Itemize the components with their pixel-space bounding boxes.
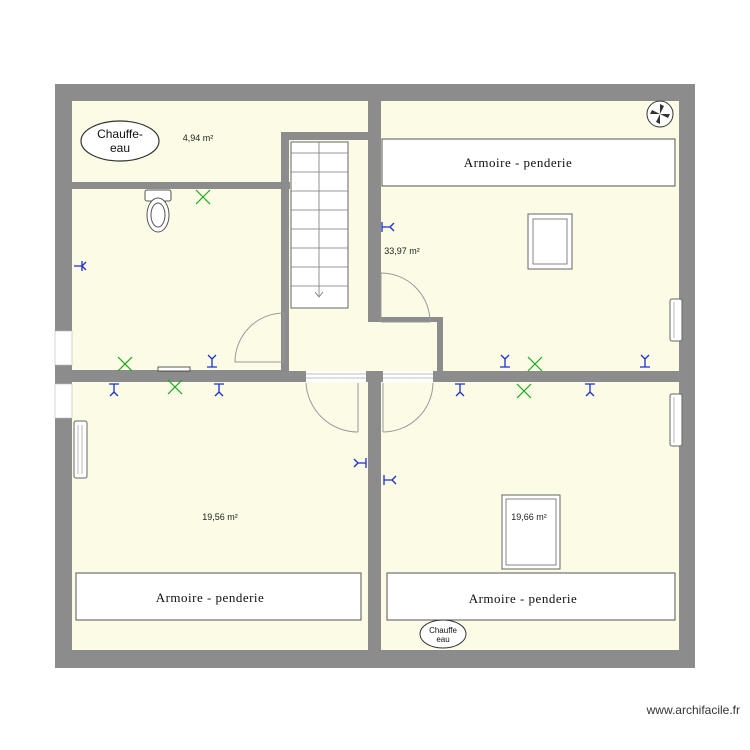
room-area-bottom-right: 19,66 m² (511, 512, 547, 522)
wall-center-upper (368, 84, 381, 322)
watermark: www.archifacile.fr (646, 703, 740, 717)
socket-10 (353, 458, 367, 468)
water-heater-small-line2: eau (436, 635, 449, 644)
ceiling-light-3 (167, 379, 183, 395)
room-floor-top-right-ext (443, 317, 679, 371)
socket-5 (381, 222, 395, 232)
window-left-lower (54, 383, 73, 419)
room-floor-wc (72, 189, 281, 370)
water-heater-small: Chauffe eau (419, 619, 467, 649)
room-floor-top-right (381, 101, 679, 317)
heater-bar (157, 366, 191, 372)
door-swing-top-right (380, 272, 431, 323)
wall-landing-top (368, 317, 443, 322)
radiator-right-lower (669, 393, 683, 447)
skylight-top-right (527, 213, 573, 270)
wardrobe-bottom-right (386, 572, 676, 621)
landing-floor (289, 322, 437, 371)
ceiling-light-5 (516, 383, 532, 399)
radiator-left-bottom (73, 420, 88, 479)
wall-stair-top (281, 132, 375, 140)
water-heater-label-line1: Chauffe- (97, 127, 143, 141)
room-area-top-left: 4,94 m² (183, 133, 214, 143)
ceiling-light-2 (117, 356, 133, 372)
wardrobe-top-right (381, 138, 676, 187)
wall-landing-right (437, 317, 443, 371)
ventilation-fan-icon (646, 100, 674, 128)
water-heater-label-line2: eau (110, 141, 130, 155)
door-opening-bottom-right (383, 371, 433, 382)
room-area-bottom-left: 19,56 m² (202, 512, 238, 522)
door-opening-bottom-left (306, 371, 366, 382)
wardrobe-label-top-right: Armoire - penderie (464, 155, 573, 170)
wardrobe-label-bottom-left: Armoire - penderie (156, 590, 265, 605)
socket-8 (455, 383, 465, 397)
wall-horizontal-top-left (72, 182, 290, 189)
ceiling-light-4 (527, 356, 543, 372)
staircase (290, 141, 349, 309)
water-heater-small-line1: Chauffe (429, 626, 457, 635)
radiator-right-upper (669, 298, 683, 342)
socket-7 (640, 354, 650, 368)
door-swing-bottom-right (382, 382, 434, 433)
ceiling-light-1 (195, 189, 211, 205)
socket-2 (207, 354, 217, 368)
door-swing-wc (234, 312, 285, 363)
socket-6 (500, 354, 510, 368)
socket-11 (383, 475, 397, 485)
wall-center-lower (368, 371, 381, 668)
wall-stair-left (281, 132, 289, 371)
wardrobe-bottom-left (75, 572, 362, 621)
socket-9 (585, 383, 595, 397)
skylight-bottom-right (501, 494, 561, 570)
toilet (144, 189, 172, 233)
socket-1 (74, 261, 87, 271)
socket-4 (214, 383, 224, 397)
water-heater-large: Chauffe- eau (80, 120, 160, 162)
window-left-upper (54, 330, 73, 366)
room-area-top-right: 33,97 m² (384, 246, 420, 256)
socket-3 (109, 383, 119, 397)
wardrobe-label-bottom-right: Armoire - penderie (469, 591, 578, 606)
